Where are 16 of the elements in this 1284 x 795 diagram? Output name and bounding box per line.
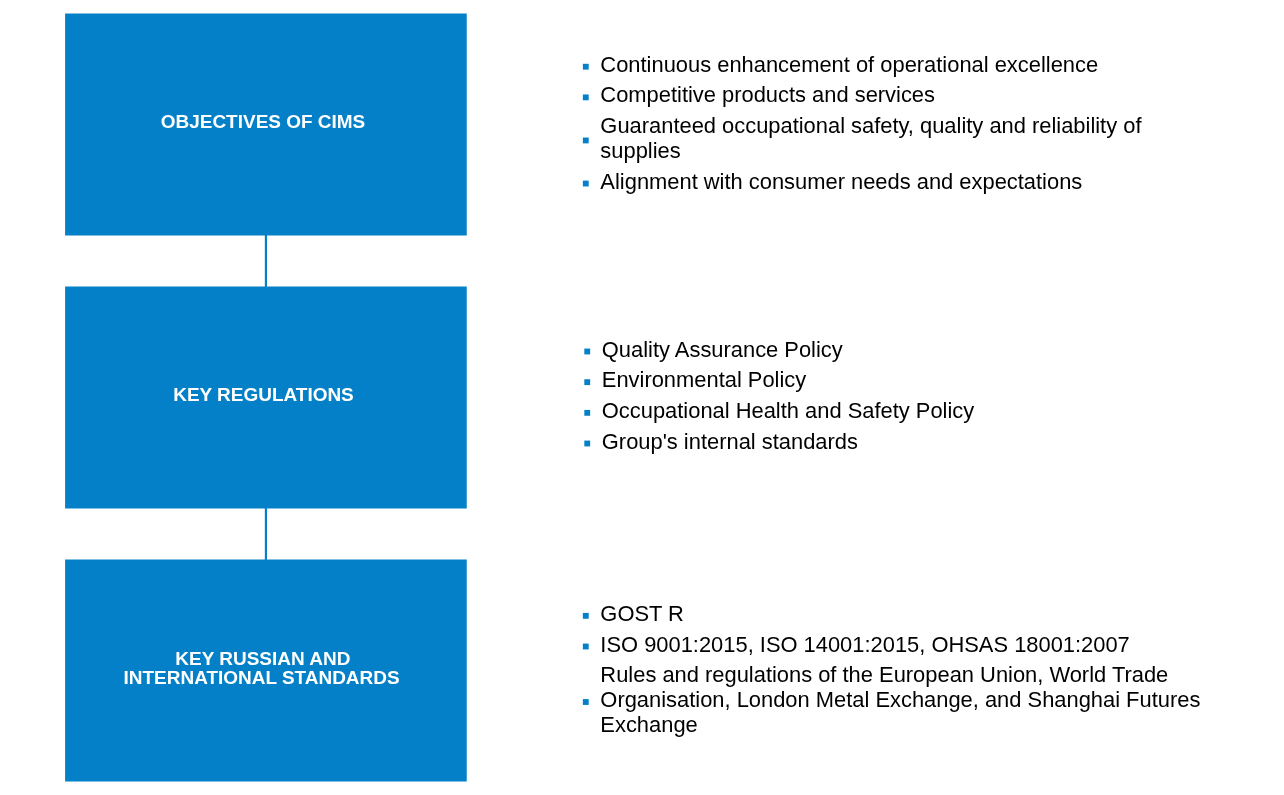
node-label: Rules and regulations of the European Union, World Trade Organisation, London Metal Exchange, and Shanghai Futures Exchange <box>600 662 1201 737</box>
node-label: Competitive products and services <box>600 82 935 108</box>
node-label: Guaranteed occupational safety, quality and reliability of supplies <box>600 113 1142 163</box>
connector <box>264 508 268 561</box>
node-label: Alignment with consumer needs and expectations <box>600 168 1083 194</box>
node-box: KEY RUSSIAN AND INTERNATIONAL STANDARDS <box>65 559 467 782</box>
node-label: Occupational Health and Safety Policy <box>601 397 975 423</box>
node-label: GOST R <box>600 600 684 626</box>
node-label: Continuous enhancement of operational excellence <box>600 51 1099 77</box>
node-box: KEY REGULATIONS <box>65 286 467 509</box>
node-label: ISO 9001:2015, ISO 14001:2015, OHSAS 18001:2007 <box>600 631 1130 657</box>
connector <box>264 234 268 287</box>
node-box: OBJECTIVES OF CIMS <box>65 13 467 236</box>
node-label: Quality Assurance Policy <box>601 336 843 362</box>
node-label: Environmental Policy <box>601 367 807 393</box>
node-label: Group's internal standards <box>601 428 858 454</box>
